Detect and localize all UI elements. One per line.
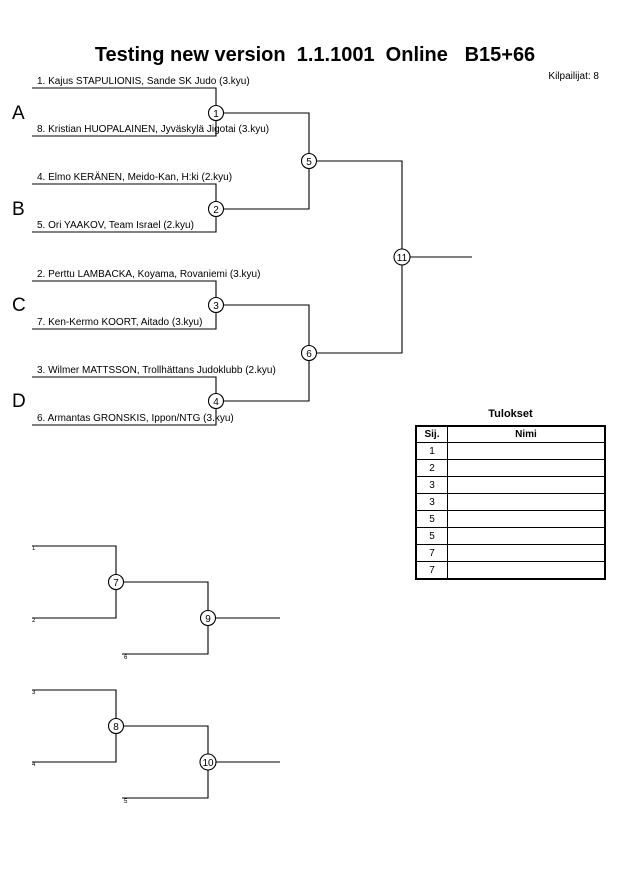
match-number: 11 (397, 253, 408, 264)
name-cell (447, 510, 606, 528)
match-number: 6 (306, 349, 312, 360)
slot-label: 4 (32, 762, 36, 768)
match-number: 8 (113, 722, 119, 733)
results-panel: Tulokset Sij. Nimi 1 2 3 3 5 5 7 7 (415, 408, 606, 580)
name-cell (447, 544, 606, 562)
name-cell (447, 493, 606, 511)
slot-label: 2 (32, 618, 36, 624)
match-number: 3 (213, 301, 219, 312)
competitor-2: 8. Kristian HUOPALAINEN, Jyväskylä Jigot… (37, 124, 269, 135)
competitor-8: 6. Armantas GRONSKIS, Ippon/NTG (3.kyu) (37, 413, 234, 424)
bracket-line (32, 689, 117, 763)
slot-label: 5 (124, 799, 128, 805)
column-header-place: Sij. (415, 425, 448, 443)
match-circle (207, 104, 225, 122)
place-cell: 5 (415, 510, 448, 528)
competitor-5: 2. Perttu LAMBACKA, Koyama, Rovaniemi (3… (37, 269, 260, 280)
match-number: 7 (113, 578, 119, 589)
bracket-line (216, 304, 310, 402)
match-circle (393, 248, 411, 266)
match-number: 9 (205, 614, 211, 625)
competitor-7: 3. Wilmer MATTSSON, Trollhättans Judoklu… (37, 365, 276, 376)
bracket-line (32, 545, 117, 619)
match-circle (300, 344, 318, 362)
place-cell: 7 (415, 561, 448, 580)
table-row: 5 (415, 510, 606, 528)
name-cell (447, 476, 606, 494)
competitor-count: Kilpailijat: 8 (548, 71, 599, 82)
competitor-6: 7. Ken-Kermo KOORT, Aitado (3.kyu) (37, 317, 202, 328)
competitor-4: 5. Ori YAAKOV, Team Israel (2.kyu) (37, 220, 194, 231)
match-number: 10 (202, 758, 214, 769)
results-table: Sij. Nimi 1 2 3 3 5 5 7 7 (415, 425, 606, 580)
competitor-1: 1. Kajus STAPULIONIS, Sande SK Judo (3.k… (37, 76, 250, 87)
name-cell (447, 442, 606, 460)
place-cell: 3 (415, 493, 448, 511)
match-circle (207, 200, 225, 218)
place-cell: 1 (415, 442, 448, 460)
column-header-name: Nimi (447, 425, 606, 443)
match-circle (199, 753, 217, 771)
slot-label: 6 (124, 655, 128, 661)
table-row: 1 (415, 442, 606, 460)
pool-label-a: A (12, 103, 25, 124)
pool-label-d: D (12, 391, 26, 412)
match-number: 4 (213, 397, 219, 408)
match-circle (300, 152, 318, 170)
table-row: 3 (415, 493, 606, 511)
match-circle (107, 573, 125, 591)
match-number: 5 (306, 157, 312, 168)
competitor-3: 4. Elmo KERÄNEN, Meido-Kan, H:ki (2.kyu) (37, 171, 232, 183)
pool-label-b: B (12, 199, 25, 220)
match-number: 2 (213, 205, 219, 216)
name-cell (447, 527, 606, 545)
slot-label: 1 (32, 546, 36, 552)
page-title: Testing new version 1.1.1001 Online B15+… (94, 44, 536, 66)
table-row: 7 (415, 561, 606, 580)
slot-label: 3 (32, 690, 36, 696)
bracket-line (116, 581, 209, 655)
name-cell (447, 459, 606, 477)
match-circle (207, 392, 225, 410)
match-circle (107, 717, 125, 735)
place-cell: 2 (415, 459, 448, 477)
bracket-line (116, 725, 209, 799)
match-circle (199, 609, 217, 627)
match-circle (207, 296, 225, 314)
table-row: 2 (415, 459, 606, 477)
place-cell: 3 (415, 476, 448, 494)
place-cell: 7 (415, 544, 448, 562)
name-cell (447, 561, 606, 580)
place-cell: 5 (415, 527, 448, 545)
match-number: 1 (213, 109, 219, 120)
results-title: Tulokset (488, 408, 533, 420)
bracket-line (309, 160, 403, 354)
table-row: 7 (415, 544, 606, 562)
pool-label-c: C (12, 295, 26, 316)
table-row: 5 (415, 527, 606, 545)
table-row: 3 (415, 476, 606, 494)
